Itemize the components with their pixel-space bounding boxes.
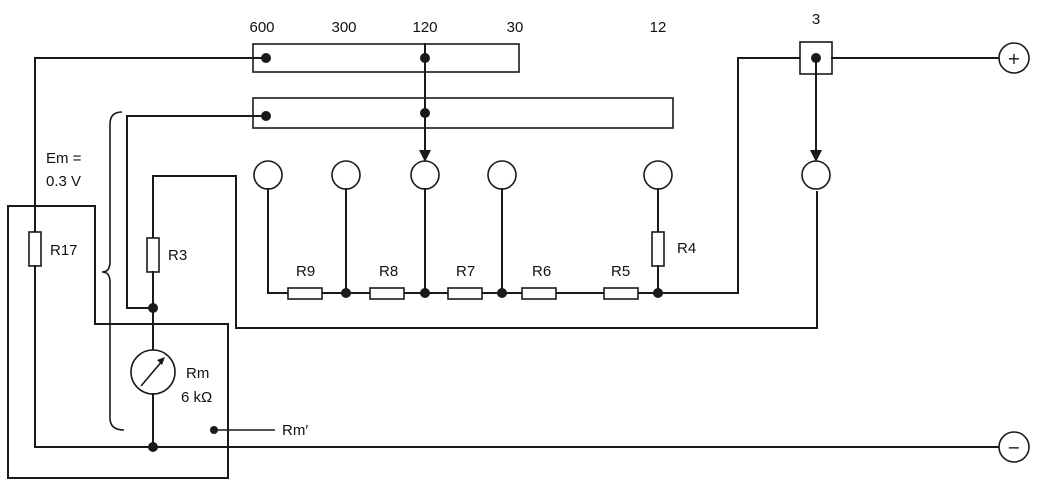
junction-dot <box>653 288 663 298</box>
terminal-positive <box>998 42 1030 74</box>
range-label-30: 30 <box>507 19 524 36</box>
label-em-value: 0.3 V <box>46 173 81 190</box>
contact-12 <box>643 160 673 190</box>
wire-rm-prime-loop <box>7 205 229 479</box>
wiper-3-arrow-icon <box>810 150 822 162</box>
range-label-3: 3 <box>812 11 820 28</box>
contact-120 <box>410 160 440 190</box>
wiper-120-arrow-icon <box>419 150 431 162</box>
plus-icon: + <box>1007 49 1020 68</box>
junction-dot <box>420 288 430 298</box>
junction-dot <box>261 53 271 63</box>
resistor-r7 <box>447 287 483 300</box>
range-label-600: 600 <box>249 19 274 36</box>
contact-600 <box>253 160 283 190</box>
label-em: Em = <box>46 150 82 167</box>
label-r9: R9 <box>296 263 315 280</box>
contact-3 <box>801 160 831 190</box>
junction-dot <box>210 426 218 434</box>
resistor-r6 <box>521 287 557 300</box>
resistor-r3 <box>146 237 160 273</box>
label-rm-value: 6 kΩ <box>181 389 212 406</box>
selector-bar-lower <box>252 97 674 129</box>
resistor-r5 <box>603 287 639 300</box>
label-r17: R17 <box>50 242 78 259</box>
range-label-120: 120 <box>412 19 437 36</box>
label-rm-prime: Rm′ <box>282 422 308 439</box>
junction-dot <box>261 111 271 121</box>
resistor-r17 <box>28 231 42 267</box>
meter-needle-icon <box>140 359 164 387</box>
terminal-negative <box>998 431 1030 463</box>
junction-dot <box>420 53 430 63</box>
junction-dot <box>341 288 351 298</box>
label-r7: R7 <box>456 263 475 280</box>
selector-bar-upper <box>252 43 520 73</box>
resistor-r4 <box>651 231 665 267</box>
junction-dot <box>148 442 158 452</box>
junction-dot <box>148 303 158 313</box>
wire-r3-loop <box>152 175 818 329</box>
label-r3: R3 <box>168 247 187 264</box>
label-r6: R6 <box>532 263 551 280</box>
label-r4: R4 <box>677 240 696 257</box>
label-rm: Rm <box>186 365 209 382</box>
wire-r17-top <box>34 57 267 233</box>
brace-em <box>101 111 125 431</box>
junction-dot <box>420 108 430 118</box>
wire-negative-bus <box>34 265 1001 448</box>
junction-dot <box>497 288 507 298</box>
contact-30 <box>487 160 517 190</box>
wire-bar-to-meter <box>126 115 267 309</box>
label-r8: R8 <box>379 263 398 280</box>
range-label-300: 300 <box>331 19 356 36</box>
meter-arrowhead-icon <box>157 357 165 365</box>
resistor-r8 <box>369 287 405 300</box>
resistor-r9 <box>287 287 323 300</box>
minus-icon: − <box>1007 438 1020 457</box>
label-r5: R5 <box>611 263 630 280</box>
contact-300 <box>331 160 361 190</box>
range-label-12: 12 <box>650 19 667 36</box>
